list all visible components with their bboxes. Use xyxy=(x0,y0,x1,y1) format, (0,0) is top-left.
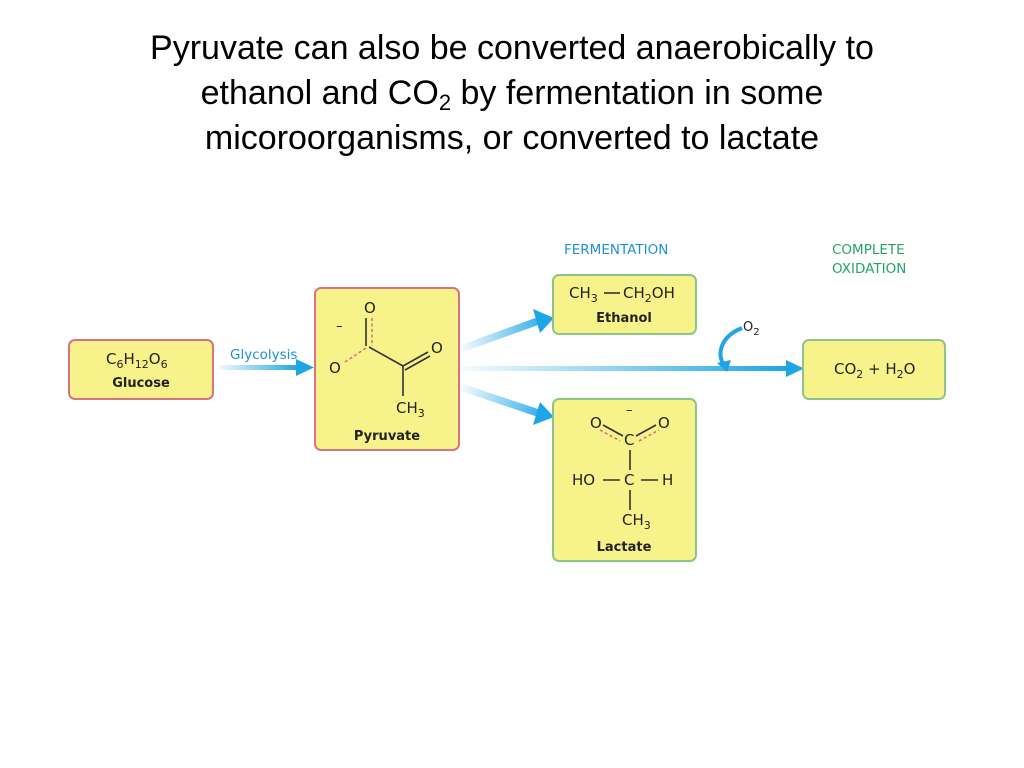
glycolysis-label: Glycolysis xyxy=(230,347,297,363)
oxygen-input-arrow xyxy=(717,326,743,372)
oxidation-box-frame xyxy=(802,339,946,400)
fermentation-arrow xyxy=(461,309,554,352)
pyruvate-o-right: O xyxy=(431,339,443,357)
ethanol-ch3: CH3 xyxy=(569,284,598,305)
pyruvate-box-frame xyxy=(314,287,460,451)
lactate-ch3: CH3 xyxy=(622,511,651,532)
oxygen-label: O2 xyxy=(743,320,760,338)
lactate-o-right: O xyxy=(658,414,670,432)
title-line-1: Pyruvate can also be converted anaerobic… xyxy=(150,29,874,67)
title-line-2-pre: ethanol and CO xyxy=(200,74,439,112)
lactate-arrow xyxy=(461,384,554,425)
lactate-box-frame xyxy=(552,398,697,562)
ethanol-ch2oh: CH2OH xyxy=(623,284,675,305)
lactate-o-left: O xyxy=(590,414,602,432)
ethanol-box-frame xyxy=(552,274,697,335)
oxidation-products-box: CO2 + H2O xyxy=(802,339,946,400)
glucose-box-frame xyxy=(68,339,214,400)
oxidation-products: CO2 + H2O xyxy=(834,360,915,381)
complete-oxidation-label-1: COMPLETE xyxy=(832,242,905,258)
slide-title: Pyruvate can also be converted anaerobic… xyxy=(40,26,984,161)
lactate-c-top: C xyxy=(624,431,634,449)
main-oxidation-arrow xyxy=(462,360,804,377)
title-line-3: micoroorganisms, or converted to lactate xyxy=(204,119,820,157)
fermentation-label: FERMENTATION xyxy=(564,242,668,258)
pyruvate-ch3: CH3 xyxy=(396,399,425,420)
title-line-2-post: by fermentation in some xyxy=(451,74,824,112)
lactate-h: H xyxy=(662,471,673,489)
glycolysis-arrow xyxy=(218,359,314,376)
complete-oxidation-label-2: OXIDATION xyxy=(832,261,906,277)
pyruvate-o-top: O xyxy=(364,299,376,317)
pyruvate-o-left: O xyxy=(329,359,341,377)
pyruvate-name: Pyruvate xyxy=(354,429,420,444)
lactate-name: Lactate xyxy=(597,540,652,555)
pyruvate-charge: – xyxy=(336,319,343,334)
glucose-box: C6H12O6 Glucose xyxy=(68,339,214,400)
glucose-name: Glucose xyxy=(112,376,170,391)
pyruvate-box: – O O O CH3 Pyruvate xyxy=(314,287,460,451)
ethanol-name: Ethanol xyxy=(596,311,652,326)
title-line-2-sub: 2 xyxy=(438,90,452,115)
lactate-ho: HO xyxy=(572,471,595,489)
lactate-c-center: C xyxy=(624,471,634,489)
ethanol-box: CH3 CH2OH Ethanol xyxy=(552,274,697,335)
lactate-box: – O O C HO C H CH3 Lactate xyxy=(552,398,697,562)
pyruvate-bonds xyxy=(344,318,431,396)
lactate-charge: – xyxy=(626,403,633,418)
lactate-bonds xyxy=(599,424,660,510)
